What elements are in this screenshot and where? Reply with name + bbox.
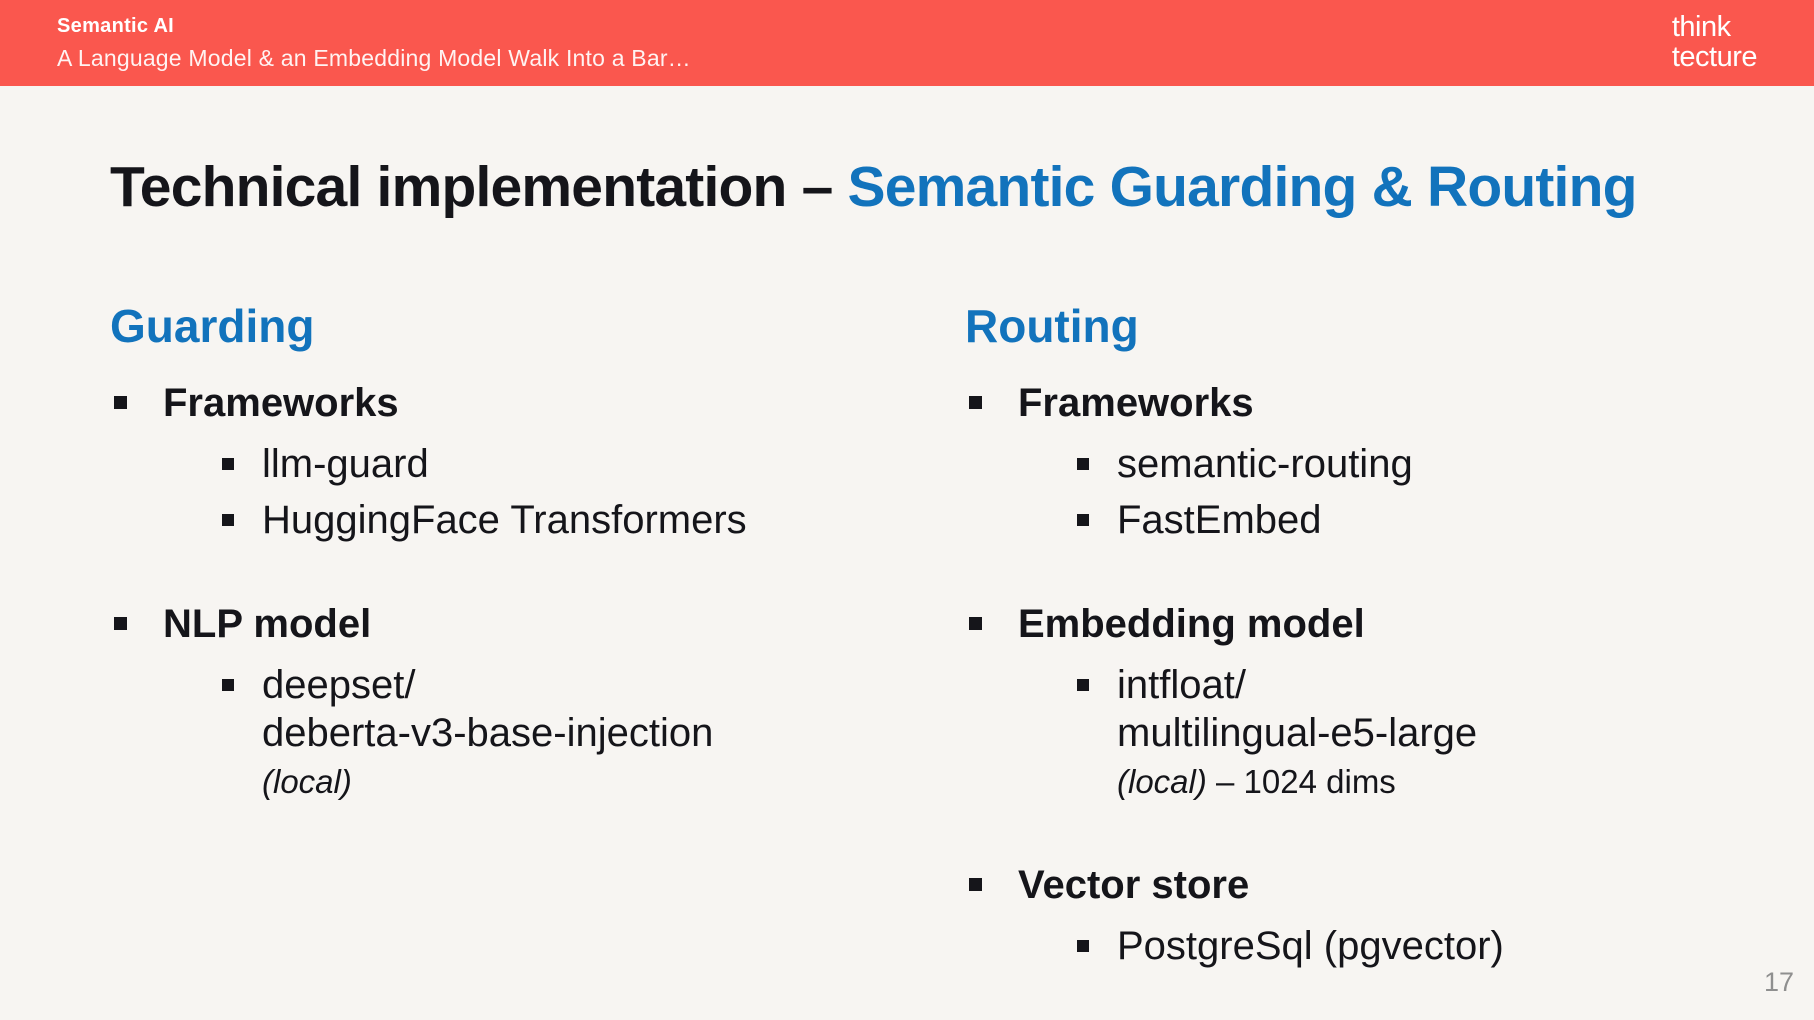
group-label: Frameworks: [110, 379, 965, 427]
square-bullet-icon: [114, 616, 127, 630]
list-item: intfloat/ multilingual-e5-large (local) …: [1077, 661, 1814, 805]
item-note: (local): [262, 759, 713, 805]
square-bullet-icon: [969, 877, 982, 891]
item-line: deepset/: [262, 662, 416, 707]
item-line: FastEmbed: [1117, 497, 1322, 542]
group-label-text: NLP model: [163, 601, 372, 646]
square-bullet-icon: [1077, 513, 1089, 526]
deck-title: Semantic AI: [57, 14, 175, 37]
list-item: PostgreSql (pgvector): [1077, 922, 1814, 970]
column-guarding: Guarding Frameworks llm-guard HuggingFac…: [110, 300, 965, 805]
slide-title: Technical implementation – Semantic Guar…: [110, 155, 1757, 220]
item-line: multilingual-e5-large: [1117, 710, 1478, 755]
item-text: deepset/ deberta-v3-base-injection (loca…: [262, 661, 713, 805]
square-bullet-icon: [1077, 678, 1089, 691]
group-label-text: Frameworks: [1018, 380, 1254, 425]
slide-title-accent: Semantic Guarding & Routing: [847, 155, 1638, 219]
group-routing-frameworks: Frameworks semantic-routing FastEmbed: [965, 379, 1814, 544]
item-note: (local) – 1024 dims: [1117, 759, 1477, 805]
group-label-text: Embedding model: [1018, 601, 1365, 646]
logo-line-2: tecture: [1671, 41, 1758, 73]
slide-title-main: Technical implementation –: [110, 155, 848, 219]
item-text: HuggingFace Transformers: [262, 496, 747, 544]
item-note-italic: (local): [262, 762, 352, 800]
square-bullet-icon: [222, 678, 234, 691]
item-note-italic: (local): [1117, 762, 1207, 800]
group-routing-vector-store: Vector store PostgreSql (pgvector): [965, 861, 1814, 970]
thinktecture-logo: think tecture: [1671, 11, 1758, 73]
square-bullet-icon: [114, 395, 127, 409]
item-note-rest: – 1024 dims: [1206, 762, 1396, 800]
list-item: semantic-routing: [1077, 440, 1814, 488]
item-text: PostgreSql (pgvector): [1117, 922, 1504, 970]
item-line: PostgreSql (pgvector): [1117, 923, 1504, 968]
group-label: Vector store: [965, 861, 1814, 909]
group-label-text: Vector store: [1018, 862, 1250, 907]
item-text: FastEmbed: [1117, 496, 1322, 544]
item-line: HuggingFace Transformers: [262, 497, 747, 542]
item-line: intfloat/: [1117, 662, 1246, 707]
group-label: Frameworks: [965, 379, 1814, 427]
item-text: llm-guard: [262, 440, 429, 488]
group-guarding-nlp-model: NLP model deepset/ deberta-v3-base-injec…: [110, 600, 965, 805]
header-bar: Semantic AI A Language Model & an Embedd…: [0, 0, 1814, 86]
item-line: llm-guard: [262, 441, 429, 486]
square-bullet-icon: [1077, 457, 1089, 470]
square-bullet-icon: [1077, 939, 1089, 952]
group-label-text: Frameworks: [163, 380, 399, 425]
column-routing: Routing Frameworks semantic-routing Fast…: [965, 300, 1814, 970]
list-item: llm-guard: [222, 440, 965, 488]
routing-heading: Routing: [965, 299, 1139, 352]
item-text: intfloat/ multilingual-e5-large (local) …: [1117, 661, 1477, 805]
guarding-heading: Guarding: [110, 299, 315, 352]
square-bullet-icon: [969, 616, 982, 630]
page-number: 17: [1763, 967, 1794, 997]
item-line: semantic-routing: [1117, 441, 1413, 486]
square-bullet-icon: [969, 395, 982, 409]
content-columns: Guarding Frameworks llm-guard HuggingFac…: [110, 300, 1814, 970]
group-label: NLP model: [110, 600, 965, 648]
group-guarding-frameworks: Frameworks llm-guard HuggingFace Transfo…: [110, 379, 965, 544]
logo-line-1: think: [1671, 11, 1731, 44]
deck-subtitle: A Language Model & an Embedding Model Wa…: [57, 44, 691, 71]
list-item: deepset/ deberta-v3-base-injection (loca…: [222, 661, 965, 805]
list-item: HuggingFace Transformers: [222, 496, 965, 544]
item-text: semantic-routing: [1117, 440, 1413, 488]
group-label: Embedding model: [965, 600, 1814, 648]
deck-info: Semantic AI A Language Model & an Embedd…: [57, 15, 691, 72]
list-item: FastEmbed: [1077, 496, 1814, 544]
group-routing-embedding-model: Embedding model intfloat/ multilingual-e…: [965, 600, 1814, 805]
square-bullet-icon: [222, 513, 234, 526]
item-line: deberta-v3-base-injection: [262, 710, 714, 755]
square-bullet-icon: [222, 457, 234, 470]
